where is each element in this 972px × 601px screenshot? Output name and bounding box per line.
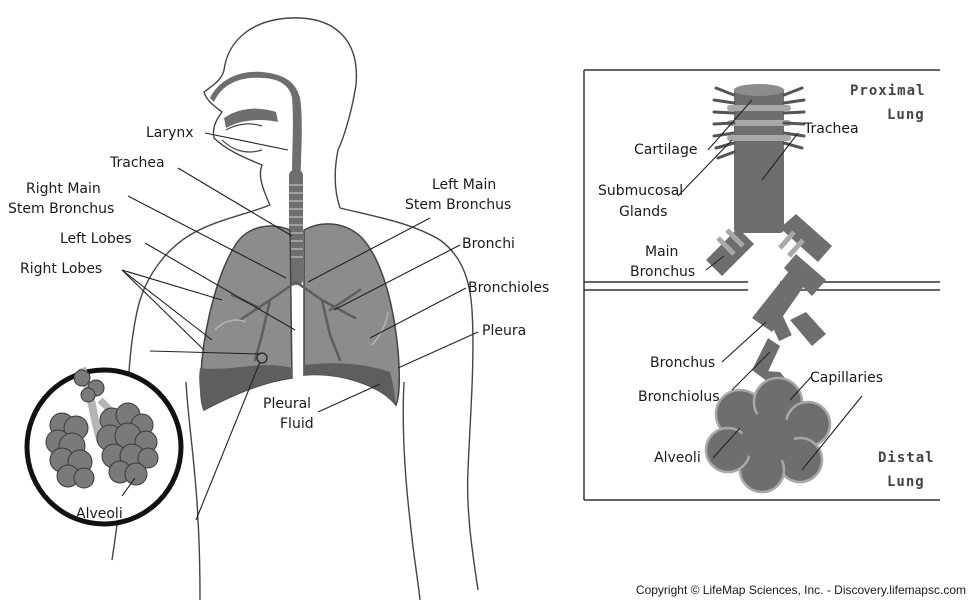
label-right-lobes: Right Lobes <box>20 261 102 277</box>
label-capillaries: Capillaries <box>810 370 883 386</box>
label-alveoli-inset: Alveoli <box>76 506 123 522</box>
label-left-main-stem-bronchus-2: Stem Bronchus <box>405 197 511 213</box>
label-submucosal-glands-2: Glands <box>619 204 667 220</box>
label-distal-2: Lung <box>887 474 925 490</box>
label-submucosal-glands-1: Submucosal <box>598 183 683 199</box>
label-pleura: Pleura <box>482 323 526 339</box>
upper-airway <box>210 72 302 205</box>
label-bronchus: Bronchus <box>650 355 715 371</box>
label-cartilage: Cartilage <box>634 142 697 158</box>
label-proximal-2: Lung <box>887 107 925 123</box>
label-distal-1: Distal <box>878 450 935 466</box>
label-pleural-fluid-2: Fluid <box>280 416 314 432</box>
label-bronchioles: Bronchioles <box>468 280 549 296</box>
label-proximal-1: Proximal <box>850 83 925 99</box>
label-left-lobes: Left Lobes <box>60 231 132 247</box>
label-trachea: Trachea <box>109 155 165 171</box>
label-larynx: Larynx <box>146 125 194 141</box>
label-main-bronchus-2: Bronchus <box>630 264 695 280</box>
label-right-main-stem-bronchus-1: Right Main <box>26 181 101 197</box>
label-left-main-stem-bronchus-1: Left Main <box>432 177 496 193</box>
label-trachea-panel: Trachea <box>803 121 859 137</box>
label-bronchiolus: Bronchiolus <box>638 389 720 405</box>
label-alveoli-panel: Alveoli <box>654 450 701 466</box>
airway-detail-panel: Proximal Lung Cartilage Trachea Submucos… <box>584 70 940 500</box>
label-pleural-fluid-1: Pleural <box>263 396 311 412</box>
label-main-bronchus-1: Main <box>645 244 678 260</box>
copyright-notice: Copyright © LifeMap Sciences, Inc. - Dis… <box>636 583 966 597</box>
label-bronchi: Bronchi <box>462 236 515 252</box>
label-right-main-stem-bronchus-2: Stem Bronchus <box>8 201 114 217</box>
